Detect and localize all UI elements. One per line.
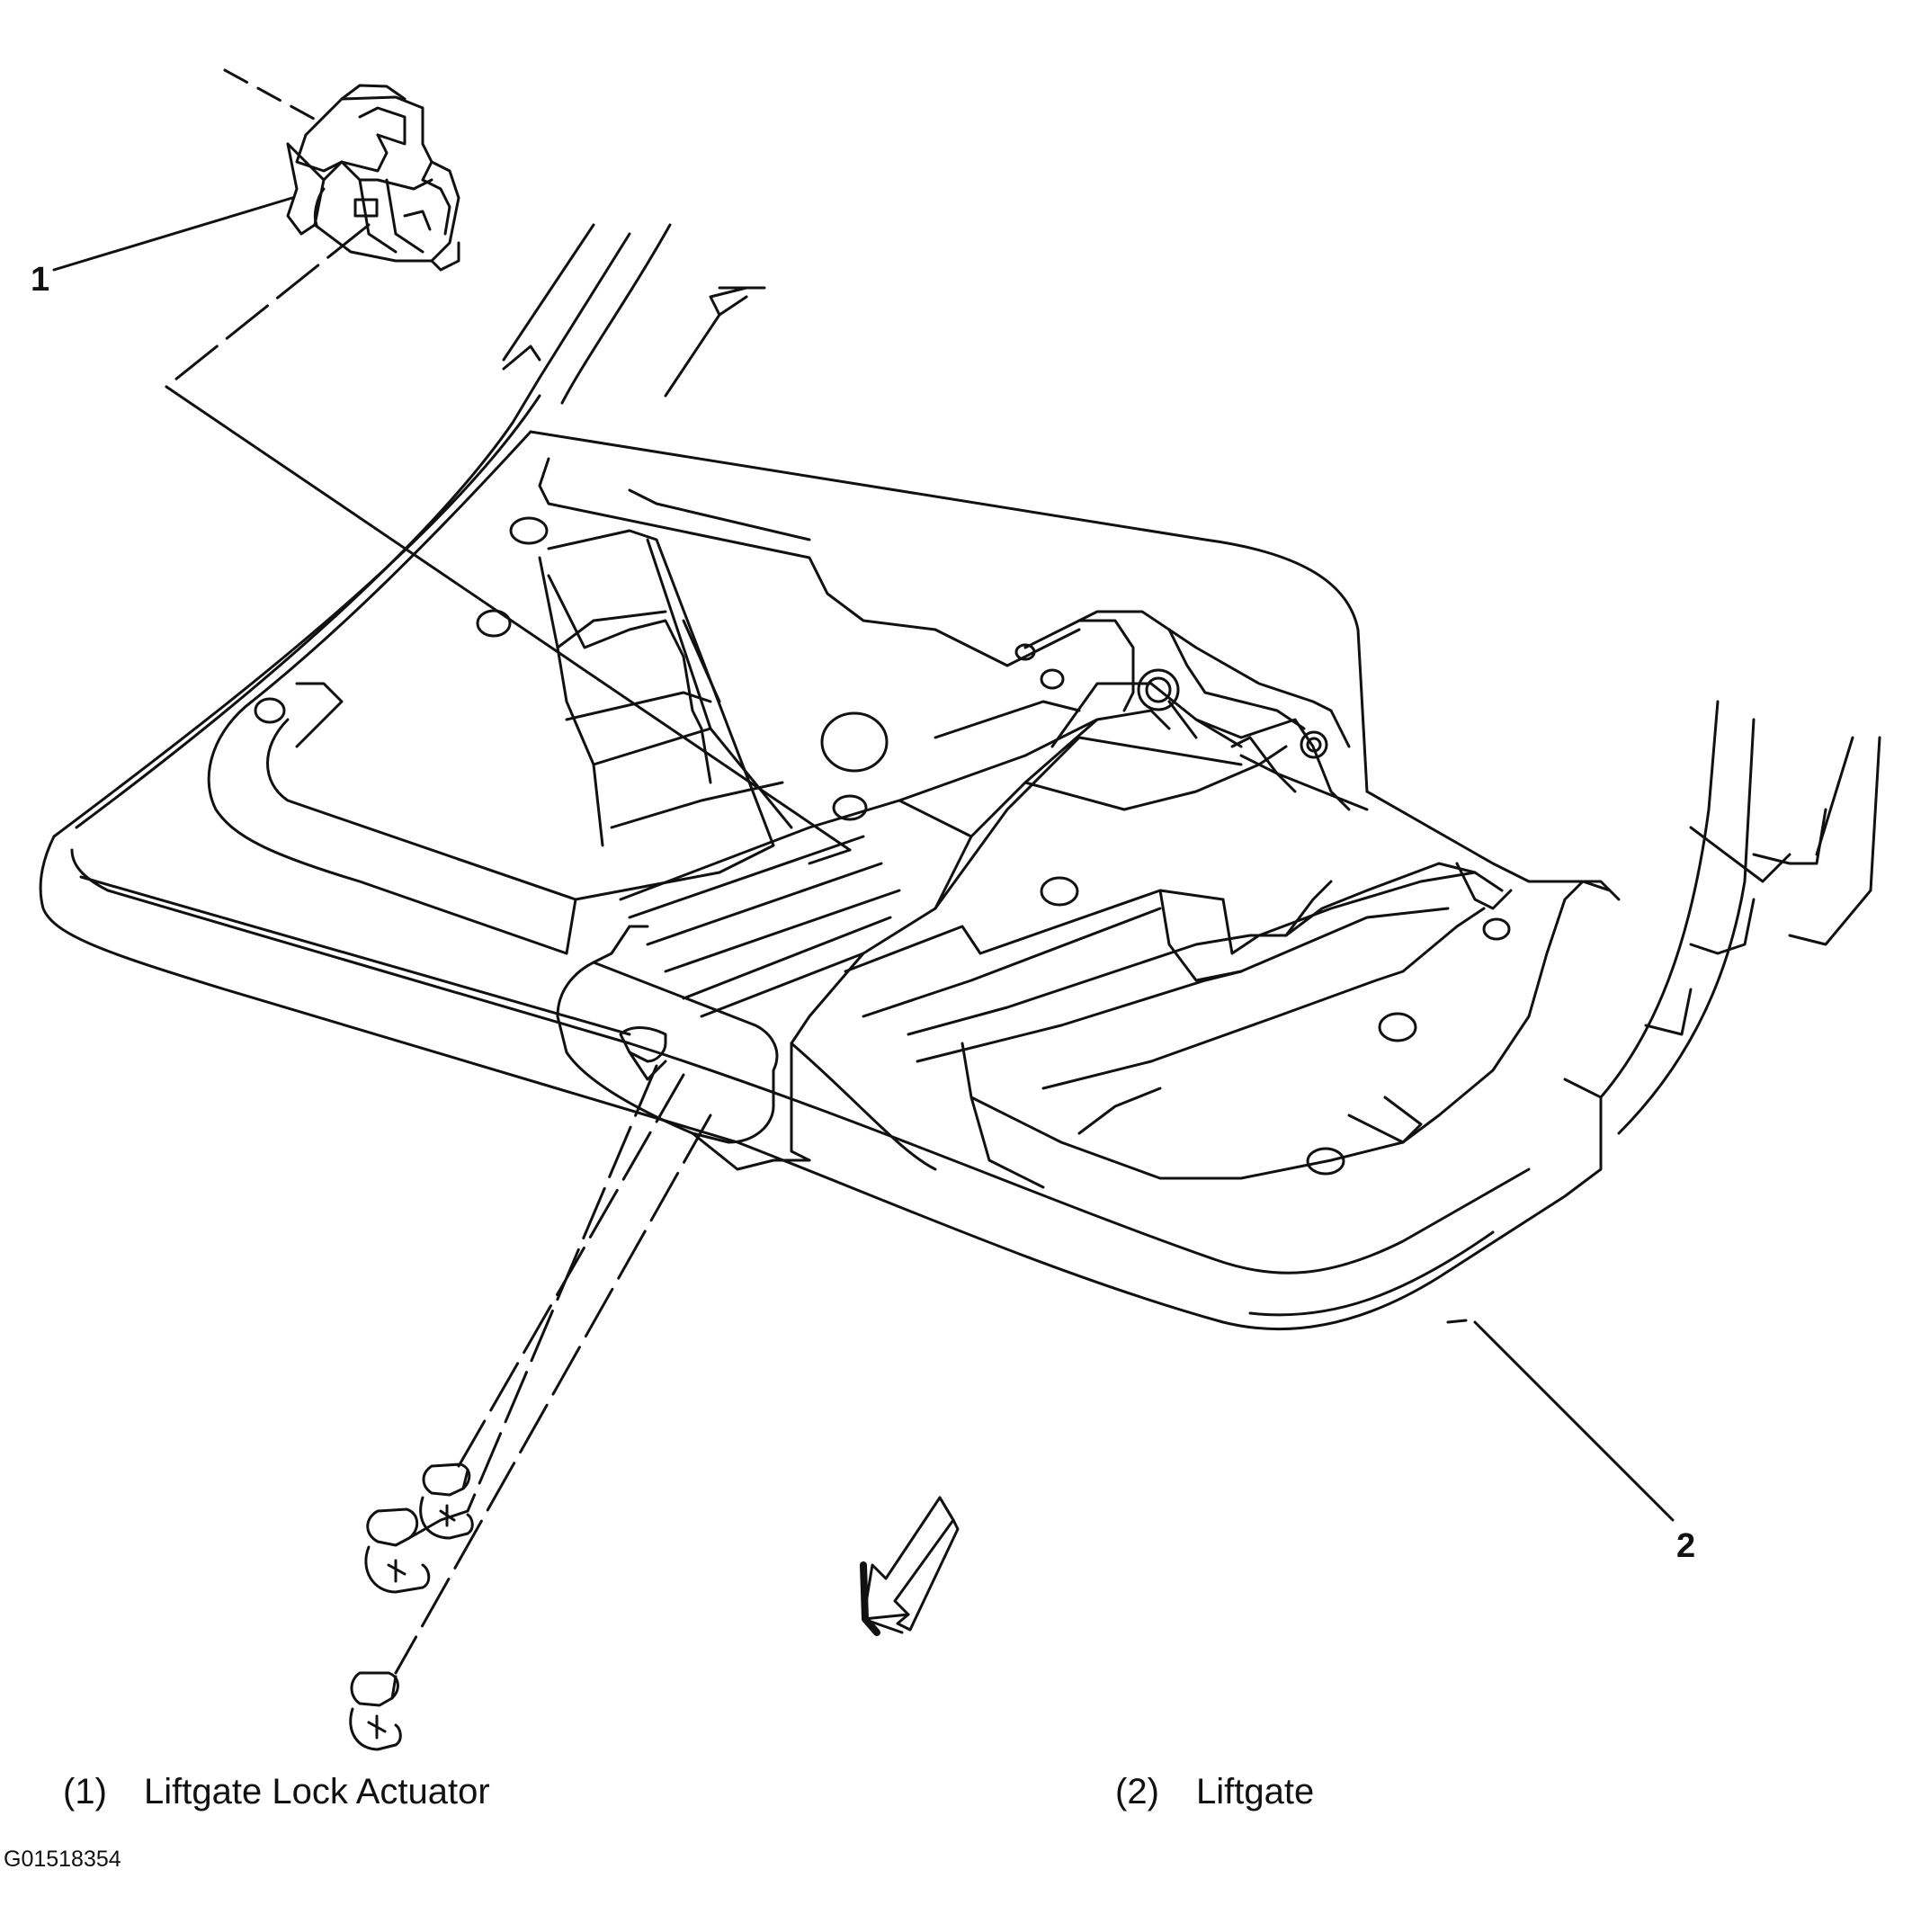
callout-leaders (52, 196, 1675, 1522)
screw-3 (349, 1114, 712, 1751)
left-side-rails (502, 223, 766, 405)
callout-number-2: 2 (1676, 1527, 1696, 1565)
liftgate-outer-frame (39, 376, 1603, 1331)
figure-code: G01518354 (4, 1847, 121, 1872)
upper-hinge-area (1023, 610, 1351, 793)
legend-text: Liftgate (1196, 1772, 1315, 1811)
legend-number: (1) (63, 1772, 107, 1811)
internal-braces-right (844, 862, 1612, 1189)
screw-1 (364, 1064, 658, 1594)
screw-2 (419, 1073, 685, 1540)
center-latch-housing (619, 682, 1369, 1171)
actuator-leader-lines (165, 223, 852, 865)
fastener-bosses (254, 516, 1511, 1176)
legend-number: (2) (1115, 1772, 1159, 1811)
legend-item-1: (1) Liftgate Lock Actuator (63, 1774, 490, 1810)
right-side-rails (1599, 700, 1881, 1135)
screw-group (349, 1064, 712, 1751)
legend-item-2: (2) Liftgate (1115, 1774, 1314, 1810)
legend-text: Liftgate Lock Actuator (144, 1772, 490, 1811)
internal-braces-left (538, 529, 793, 901)
callout-number-1: 1 (31, 261, 50, 299)
latch-mount-block (556, 925, 811, 1171)
direction-arrow-icon (860, 1496, 960, 1636)
lock-actuator-part (223, 68, 460, 272)
inner-panel (207, 430, 1621, 955)
